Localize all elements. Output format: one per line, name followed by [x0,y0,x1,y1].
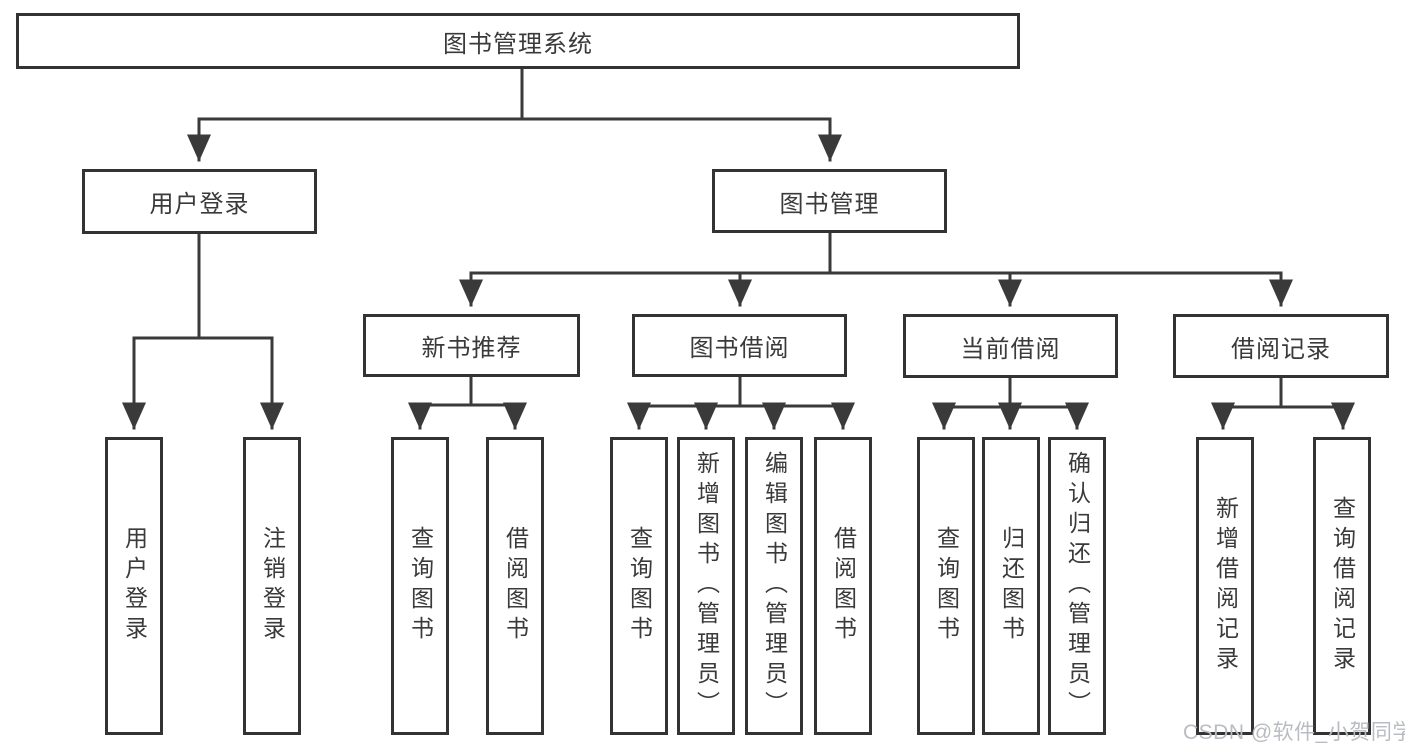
leaf-logout-label: 注销登录 [259,526,286,646]
node-book-borrow: 图书借阅 [632,314,847,377]
watermark-text: CSDN @软件_小贺同学 [1183,721,1405,744]
leaf-br-query-record: 查询借阅记录 [1313,437,1371,735]
leaf-nbr-query-books-label: 查询图书 [407,526,434,646]
node-book-management-label: 图书管理 [779,190,880,218]
leaf-nbr-borrow-books-label: 借阅图书 [502,526,529,646]
leaf-cb-query-books: 查询图书 [917,437,975,735]
leaf-bb-borrow-books: 借阅图书 [814,437,872,735]
leaf-user-login-label: 用户登录 [121,526,148,646]
leaf-br-add-record: 新增借阅记录 [1196,437,1254,735]
leaf-cb-return-books-label: 归还图书 [998,526,1025,646]
node-current-borrow-label: 当前借阅 [960,335,1061,363]
node-user-login: 用户登录 [82,169,317,234]
leaf-br-query-record-label: 查询借阅记录 [1329,496,1356,676]
node-root-label: 图书管理系统 [443,30,593,58]
leaf-bb-edit-books-admin-label: 编辑图书（管理员） [761,451,788,721]
node-book-management: 图书管理 [712,169,947,233]
leaf-bb-edit-books-admin: 编辑图书（管理员） [745,437,803,735]
leaf-bb-query-books: 查询图书 [610,437,668,735]
leaf-logout: 注销登录 [243,437,301,735]
leaf-nbr-query-books: 查询图书 [391,437,449,735]
leaf-cb-return-books: 归还图书 [982,437,1040,735]
node-book-borrow-label: 图书借阅 [689,335,790,362]
node-new-book-recommend-label: 新书推荐 [421,335,522,362]
leaf-bb-add-books-admin-label: 新增图书（管理员） [693,451,720,721]
leaf-br-add-record-label: 新增借阅记录 [1212,496,1239,676]
leaf-cb-query-books-label: 查询图书 [933,526,960,646]
node-borrow-records: 借阅记录 [1173,314,1389,378]
leaf-cb-confirm-return-admin-label: 确认归还（管理员） [1064,451,1091,721]
leaf-bb-add-books-admin: 新增图书（管理员） [677,437,735,735]
node-root: 图书管理系统 [16,13,1020,69]
node-current-borrow: 当前借阅 [903,314,1118,378]
node-new-book-recommend: 新书推荐 [363,314,580,377]
node-user-login-label: 用户登录 [149,191,250,218]
leaf-nbr-borrow-books: 借阅图书 [486,437,544,735]
leaf-bb-borrow-books-label: 借阅图书 [830,526,857,646]
leaf-cb-confirm-return-admin: 确认归还（管理员） [1048,437,1106,735]
leaf-user-login: 用户登录 [105,437,163,735]
node-borrow-records-label: 借阅记录 [1231,335,1331,363]
leaf-bb-query-books-label: 查询图书 [626,526,653,646]
